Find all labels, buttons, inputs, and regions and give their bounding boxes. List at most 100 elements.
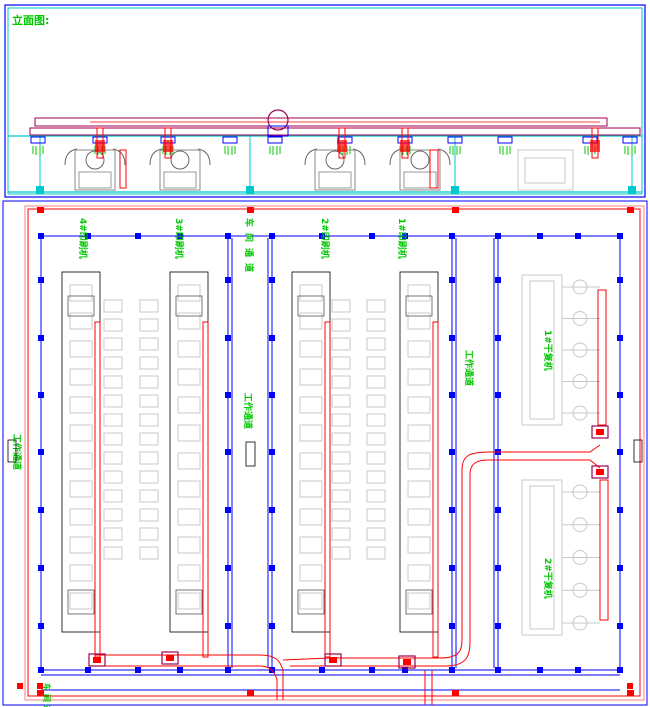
elevation-drop-fan bbox=[95, 140, 105, 152]
equipment-unit bbox=[366, 337, 386, 351]
column bbox=[135, 233, 141, 239]
elevation-drop-ducts bbox=[95, 127, 600, 189]
column bbox=[269, 449, 275, 455]
equipment-unit bbox=[103, 527, 123, 541]
equipment-unit bbox=[103, 356, 123, 370]
equipment-unit bbox=[331, 432, 351, 446]
column bbox=[449, 277, 455, 283]
elevation-machine-base bbox=[78, 171, 112, 189]
column bbox=[617, 449, 623, 455]
equipment-unit bbox=[331, 413, 351, 427]
elevation-bracket bbox=[622, 136, 638, 144]
equipment-unit bbox=[139, 413, 159, 427]
fan-unit bbox=[398, 655, 416, 669]
fan-motor bbox=[166, 655, 174, 661]
equipment-unit bbox=[103, 451, 123, 465]
equipment-unit bbox=[366, 508, 386, 522]
column bbox=[225, 449, 231, 455]
column bbox=[38, 233, 44, 239]
fan-motor bbox=[329, 657, 337, 663]
equipment-unit bbox=[366, 432, 386, 446]
elevation-duct-upper bbox=[34, 117, 608, 127]
laminator-zones bbox=[521, 274, 609, 636]
plan-outer-frame bbox=[2, 200, 648, 706]
equipment-unit bbox=[103, 394, 123, 408]
printer-unit bbox=[177, 508, 201, 526]
door-mark-left bbox=[7, 439, 17, 463]
printer-zone bbox=[169, 271, 209, 633]
elevation-drop-fan bbox=[400, 140, 410, 152]
duct-main-bottom-2 bbox=[95, 665, 278, 700]
column bbox=[402, 667, 408, 673]
column bbox=[449, 623, 455, 629]
printer-unit bbox=[177, 424, 201, 442]
fan-motor bbox=[596, 469, 604, 475]
laminator-body bbox=[529, 485, 555, 630]
label-work-channel-left: 工作通道 bbox=[11, 434, 23, 470]
printer-unit bbox=[407, 424, 431, 442]
printer-unit bbox=[299, 536, 323, 554]
elevation-riser bbox=[429, 149, 439, 189]
column bbox=[225, 335, 231, 341]
equipment-unit bbox=[331, 508, 351, 522]
elevation-bracket bbox=[497, 136, 513, 144]
column bbox=[449, 667, 455, 673]
equipment-unit bbox=[366, 356, 386, 370]
elevation-bracket bbox=[222, 136, 238, 144]
equipment-unit bbox=[331, 356, 351, 370]
column bbox=[269, 565, 275, 571]
elevation-hood bbox=[224, 146, 236, 155]
column bbox=[495, 277, 501, 283]
equipment-unit bbox=[331, 451, 351, 465]
printer-unit bbox=[69, 508, 93, 526]
fan-units bbox=[88, 425, 609, 669]
label-printer-3: 3#印刷机 bbox=[173, 218, 185, 259]
column bbox=[617, 392, 623, 398]
printer-unit-end bbox=[175, 589, 203, 615]
column bbox=[495, 667, 501, 673]
printer-unit bbox=[177, 480, 201, 498]
printer-unit bbox=[177, 340, 201, 358]
column bbox=[225, 392, 231, 398]
printer-unit bbox=[299, 368, 323, 386]
laminator-body bbox=[529, 280, 555, 420]
equipment-unit bbox=[366, 527, 386, 541]
duct-main-bottom bbox=[94, 654, 284, 700]
elevation-duct-lower bbox=[29, 127, 641, 136]
label-printer-2: 2#印刷机 bbox=[319, 218, 331, 259]
printer-unit bbox=[69, 340, 93, 358]
elevation-column bbox=[246, 186, 254, 194]
label-laminator-2: 2#干复机 bbox=[542, 558, 554, 599]
equipment-unit bbox=[139, 546, 159, 560]
elevation-machine-arm bbox=[304, 148, 366, 166]
equipment-unit bbox=[366, 451, 386, 465]
column bbox=[269, 623, 275, 629]
elevation-columns bbox=[30, 136, 638, 194]
plan-wall bbox=[27, 208, 641, 697]
column bbox=[225, 623, 231, 629]
column bbox=[495, 623, 501, 629]
elevation-hood bbox=[499, 146, 511, 155]
equipment-unit bbox=[331, 299, 351, 313]
wall-column bbox=[37, 690, 44, 696]
wall-column bbox=[627, 207, 634, 213]
aisles bbox=[41, 238, 620, 691]
wall-column bbox=[452, 690, 459, 696]
printer-unit bbox=[177, 592, 201, 610]
column bbox=[575, 667, 581, 673]
fan-unit bbox=[324, 653, 342, 667]
printer-unit bbox=[407, 368, 431, 386]
wall-column bbox=[452, 207, 459, 213]
equipment-unit bbox=[331, 489, 351, 503]
printer-unit bbox=[69, 368, 93, 386]
printer-unit bbox=[407, 452, 431, 470]
column bbox=[495, 392, 501, 398]
plan-wall-outer bbox=[24, 205, 645, 701]
column bbox=[617, 623, 623, 629]
fan-motor bbox=[596, 429, 604, 435]
printer-unit bbox=[299, 508, 323, 526]
printer-unit bbox=[69, 284, 93, 302]
printer-unit bbox=[299, 284, 323, 302]
column bbox=[449, 507, 455, 513]
